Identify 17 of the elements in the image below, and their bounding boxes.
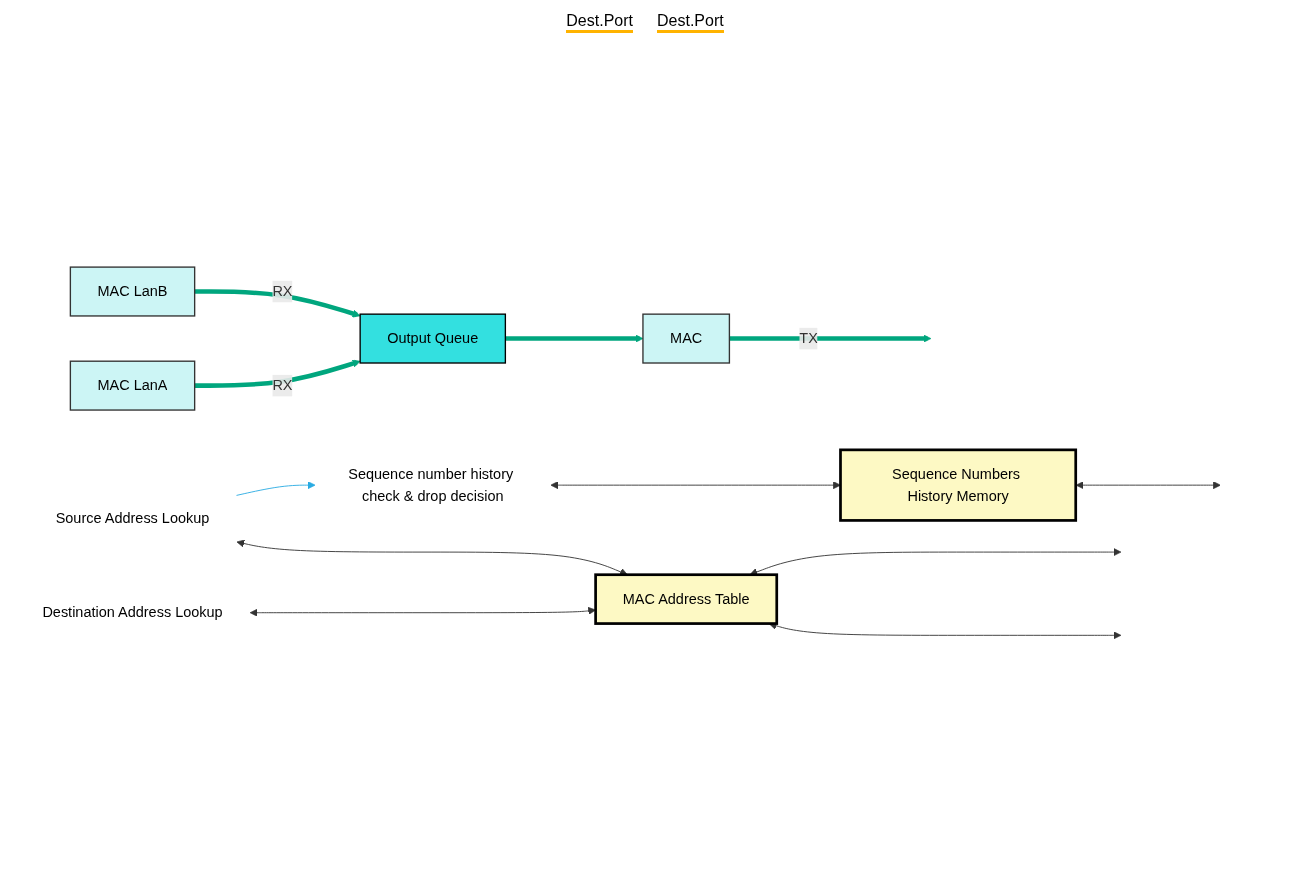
node-box: MAC LanA xyxy=(69,360,196,411)
edge-label: RX xyxy=(272,377,293,393)
node-box: Sequence Numbers History Memory xyxy=(839,448,1078,522)
port-label: Dest.Port xyxy=(657,12,724,33)
node-box: MAC xyxy=(642,313,731,364)
node-box: MAC Address Table xyxy=(594,573,779,625)
arrow xyxy=(194,289,361,318)
arrow xyxy=(194,359,361,388)
node-box: MAC LanB xyxy=(69,266,196,317)
port-label: Dest.Port xyxy=(566,12,633,33)
node-text: Destination Address Lookup xyxy=(42,604,223,620)
node-box: Output Queue xyxy=(359,313,507,364)
arrow xyxy=(729,334,932,343)
node-text: Sequence number history check & drop decision xyxy=(348,466,514,504)
edge-label: RX xyxy=(272,283,293,299)
edge-label: TX xyxy=(799,330,818,346)
node-text: Source Address Lookup xyxy=(55,510,210,526)
